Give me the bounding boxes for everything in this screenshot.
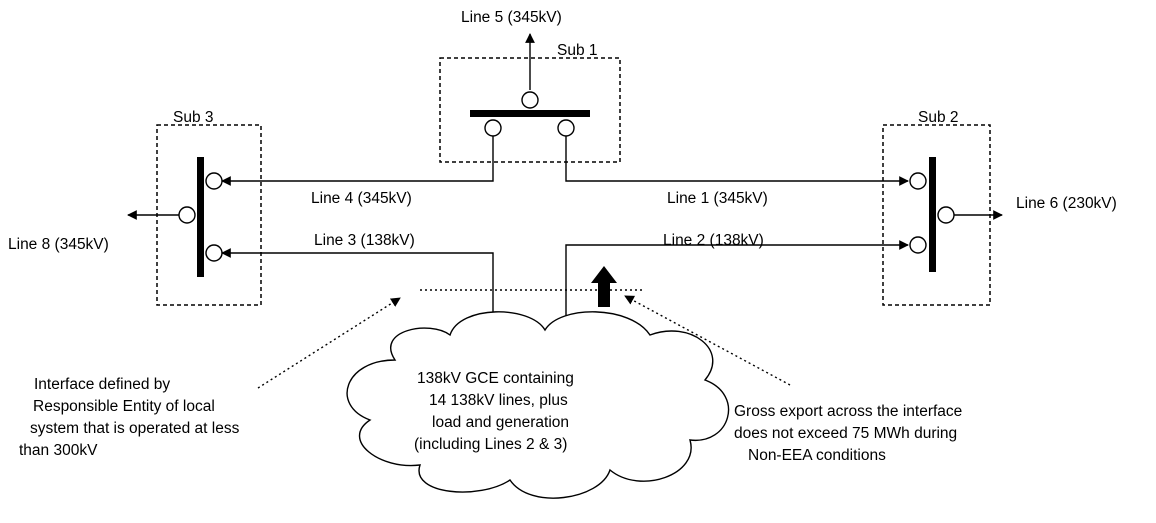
line8-breaker [178,206,196,224]
left-note-3: system that is operated at less [30,420,240,437]
line1-label: Line 1 (345kV) [667,190,768,207]
sub2-bus [929,157,936,272]
line1-sub1-breaker [557,119,575,137]
left-note-2: Responsible Entity of local [33,398,215,415]
sub2-label: Sub 2 [918,109,959,126]
line5-breaker [521,91,539,109]
cloud-text-1: 138kV GCE containing [417,370,574,387]
line4-label: Line 4 (345kV) [311,190,412,207]
line1-sub2-breaker [909,172,927,190]
line2-conductor [561,240,909,342]
line6-label: Line 6 (230kV) [1016,195,1117,212]
cloud-text-2: 14 138kV lines, plus [429,392,568,409]
left-pointer [257,297,401,389]
cloud-text-4: (including Lines 2 & 3) [414,436,567,453]
line4-conductor [221,136,494,186]
sub3-label: Sub 3 [173,109,214,126]
line5-label: Line 5 (345kV) [461,9,562,26]
line2-sub2-breaker [909,236,927,254]
right-note-2: does not exceed 75 MWh during [734,425,957,442]
line2-label: Line 2 (138kV) [663,232,764,249]
line8-label: Line 8 (345kV) [8,236,109,253]
cloud-text-3: load and generation [432,414,569,431]
sub1-label: Sub 1 [557,42,598,59]
gce-cloud [346,311,730,499]
line6-breaker [937,206,955,224]
right-note-1: Gross export across the interface [734,403,962,420]
line3-conductor [221,248,498,342]
line1-conductor [565,136,909,186]
line4-sub3-breaker [205,172,223,190]
right-pointer [624,295,791,386]
export-arrow [591,266,617,307]
line3-label: Line 3 (138kV) [314,232,415,249]
left-note-1: Interface defined by [34,376,170,393]
line3-sub3-breaker [205,244,223,262]
sub1-bus [470,110,590,117]
left-note-4: than 300kV [19,442,98,459]
line4-sub1-breaker [484,119,502,137]
right-note-3: Non-EEA conditions [748,447,886,464]
sub1-box [439,57,621,163]
sub3-bus [197,157,204,277]
